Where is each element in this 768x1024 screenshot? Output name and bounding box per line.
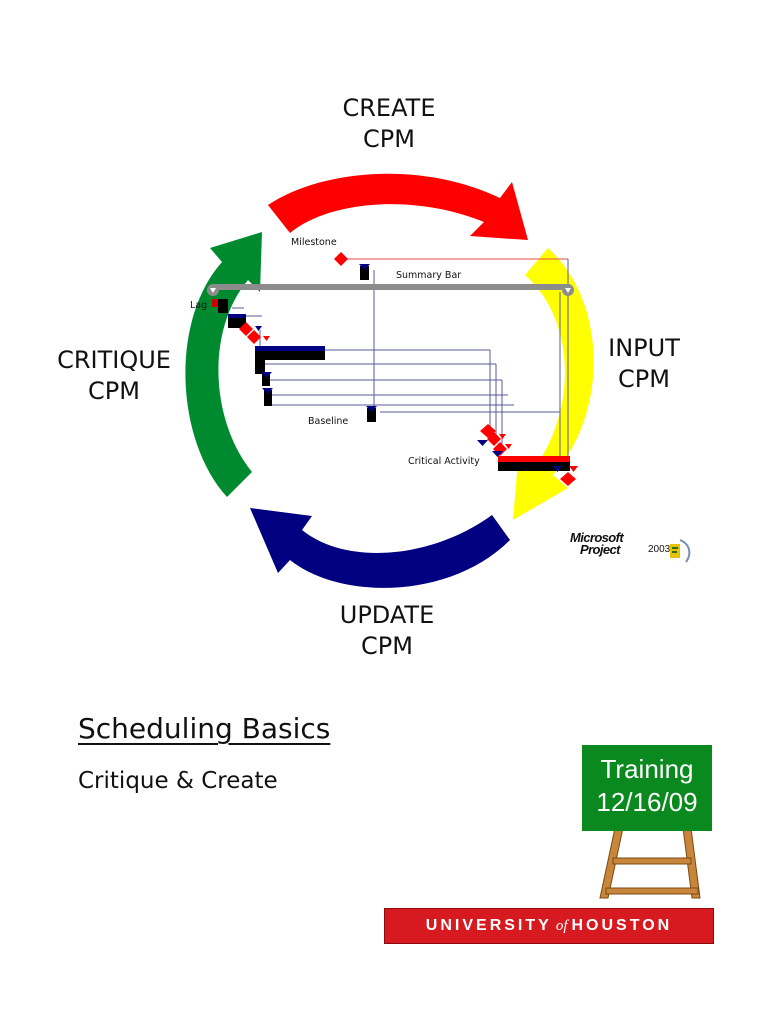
- logo-microsoft-text: Microsoft: [570, 530, 624, 545]
- summary-bar-label: Summary Bar: [396, 270, 461, 281]
- update-arrow: [250, 508, 510, 588]
- training-date: 12/16/09: [596, 787, 698, 817]
- update-cpm-label: UPDATE CPM: [339, 601, 435, 660]
- logo-version-text: 2003: [648, 544, 671, 555]
- create-arrow: [268, 173, 528, 240]
- milestone-label: Milestone: [291, 237, 337, 248]
- input-arrow: [513, 248, 594, 520]
- lag-label: Lag: [190, 300, 207, 311]
- cpm-cycle-diagram: Milestone Summary Bar Lag Baseline Criti…: [185, 173, 594, 588]
- easel-icon: [599, 827, 701, 899]
- training-board: Training 12/16/09: [582, 745, 712, 831]
- microsoft-project-logo: Microsoft Project 2003: [568, 530, 693, 566]
- input-cpm-label: INPUT CPM: [608, 334, 680, 393]
- gantt-schematic: Milestone Summary Bar Lag Baseline Criti…: [190, 237, 578, 486]
- critique-cpm-label: CRITIQUE CPM: [57, 346, 171, 405]
- banner-houston-text: HOUSTON: [571, 917, 673, 934]
- project-swoosh-icon: [670, 539, 691, 563]
- banner-of-text: of: [555, 918, 568, 934]
- critique-arrow: [185, 232, 262, 497]
- critical-activity-label: Critical Activity: [408, 456, 480, 467]
- banner-university-text: UNIVERSITY: [425, 917, 552, 934]
- baseline-label: Baseline: [308, 416, 348, 427]
- document-subtitle: Critique & Create: [78, 768, 278, 794]
- training-label: Training: [600, 754, 694, 784]
- document-title: Scheduling Basics: [78, 712, 331, 745]
- logo-project-text: Project: [580, 542, 620, 557]
- create-cpm-label: CREATE CPM: [342, 94, 436, 153]
